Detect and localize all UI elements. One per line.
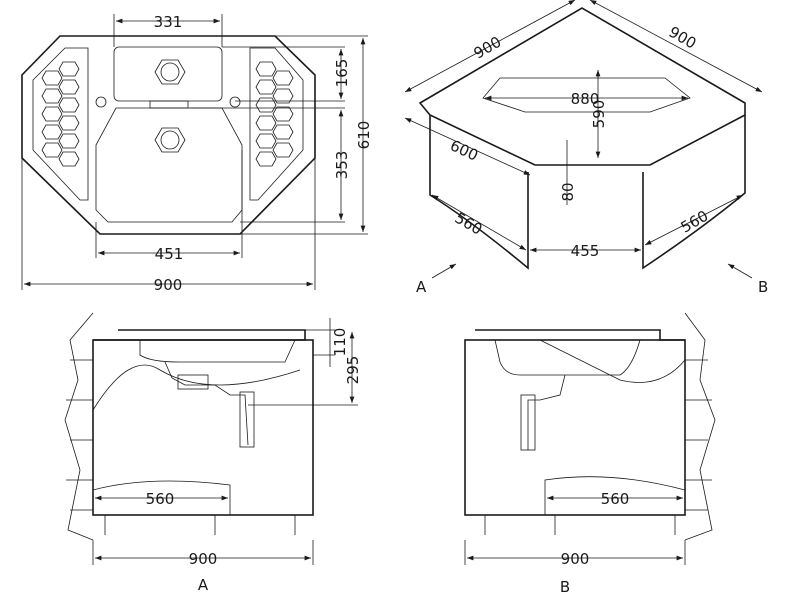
plan-view: 331 165 353 610 451 900 — [21, 13, 373, 294]
main-bowl — [95, 107, 243, 223]
cabinet-a — [92, 339, 314, 516]
siphon-b — [527, 374, 566, 450]
right-cabinet-panel — [642, 115, 746, 270]
view-arrow-b — [727, 263, 753, 279]
small-bowl — [113, 46, 223, 102]
view-label-b: B — [758, 278, 768, 296]
dim-455: 455 — [571, 242, 600, 260]
drainer-pattern-right — [255, 61, 294, 167]
tap-hole-left — [95, 96, 107, 108]
drain-main — [154, 127, 186, 153]
dim-560-a: 560 — [146, 490, 175, 508]
view-arrow-a — [431, 263, 457, 279]
view-label-a: A — [416, 278, 427, 296]
dim-560-b: 560 — [601, 490, 630, 508]
countertop — [418, 7, 746, 166]
dim-331: 331 — [154, 13, 183, 31]
drainer-pattern-left — [41, 61, 80, 167]
drain-top — [154, 59, 186, 85]
wall-break-right — [684, 312, 716, 541]
sink-outline — [21, 35, 316, 235]
dim-900-iso-right: 900 — [666, 23, 700, 53]
dim-590: 590 — [590, 100, 608, 129]
dim-900-a: 900 — [189, 550, 218, 568]
dim-600: 600 — [447, 136, 481, 164]
right-drainer — [249, 47, 304, 201]
iso-view: 900 900 880 590 600 80 560 455 560 A B — [404, 0, 768, 296]
dim-80: 80 — [559, 182, 577, 201]
dim-900-iso-left: 900 — [471, 33, 505, 63]
dim-165: 165 — [333, 59, 351, 88]
dim-880: 880 — [571, 90, 600, 108]
elevation-a: 110 295 560 900 A — [64, 312, 362, 594]
left-drainer — [32, 47, 89, 201]
elevation-b: 560 900 B — [464, 312, 716, 596]
dim-295: 295 — [344, 356, 362, 385]
wall-break-left — [64, 312, 94, 541]
siphon-a — [164, 361, 249, 446]
dim-610: 610 — [355, 121, 373, 150]
view-a-caption: A — [198, 576, 209, 594]
tap-hole-right — [229, 96, 241, 108]
view-b-caption: B — [560, 578, 570, 596]
dim-900-b: 900 — [561, 550, 590, 568]
countertop-a — [93, 329, 306, 341]
dim-353: 353 — [333, 151, 351, 180]
dim-900-plan: 900 — [154, 276, 183, 294]
cabinet-b — [464, 339, 686, 516]
dim-110: 110 — [331, 328, 349, 357]
dim-451: 451 — [155, 245, 184, 263]
